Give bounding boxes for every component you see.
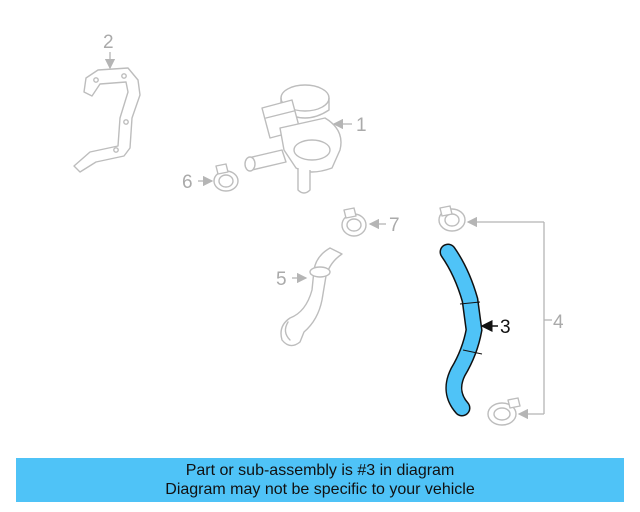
callout-3: 3 xyxy=(500,317,511,338)
callout-4: 4 xyxy=(553,312,564,333)
info-banner: Part or sub-assembly is #3 in diagram Di… xyxy=(16,458,624,502)
callout-1: 1 xyxy=(356,115,367,136)
banner-line-disclaimer: Diagram may not be specific to your vehi… xyxy=(165,481,475,498)
callout-5: 5 xyxy=(276,269,287,290)
banner-line-part-number: Part or sub-assembly is #3 in diagram xyxy=(185,462,455,479)
part-7-clamp xyxy=(341,207,367,237)
callout-7: 7 xyxy=(389,215,400,236)
part-4-upper-clamp xyxy=(438,205,466,232)
callout-4-bracket xyxy=(466,216,552,420)
callout-6: 6 xyxy=(182,172,193,193)
part-4-lower-clamp xyxy=(487,397,521,426)
parts-diagram: 2 1 6 7 5 xyxy=(73,32,564,426)
part-2-bracket xyxy=(73,67,141,173)
part-6-clamp xyxy=(213,163,239,192)
part-1-pump xyxy=(244,84,342,194)
part-5-hose xyxy=(280,247,343,347)
part-3-hose-highlighted xyxy=(439,243,483,417)
callout-2: 2 xyxy=(103,32,114,53)
